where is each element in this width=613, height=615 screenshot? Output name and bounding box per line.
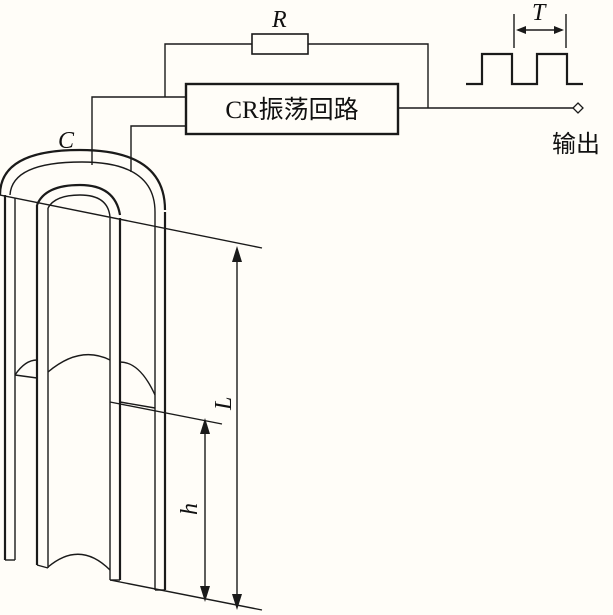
period-label: T xyxy=(532,0,547,26)
oscillator-box-label: CR振荡回路 xyxy=(225,96,358,124)
circuit-wiring xyxy=(91,43,575,172)
output-terminal xyxy=(572,102,584,114)
oscillator-box xyxy=(184,82,400,136)
resistor-symbol xyxy=(251,33,309,55)
length-label: L xyxy=(211,397,237,411)
capacitor-label: C xyxy=(58,128,75,154)
height-label: h xyxy=(177,503,203,515)
square-wave xyxy=(466,52,583,86)
resistor-label: R xyxy=(271,7,287,33)
output-label: 输出 xyxy=(552,130,600,158)
dimension-lines xyxy=(0,194,263,611)
coaxial-tube xyxy=(0,148,167,591)
